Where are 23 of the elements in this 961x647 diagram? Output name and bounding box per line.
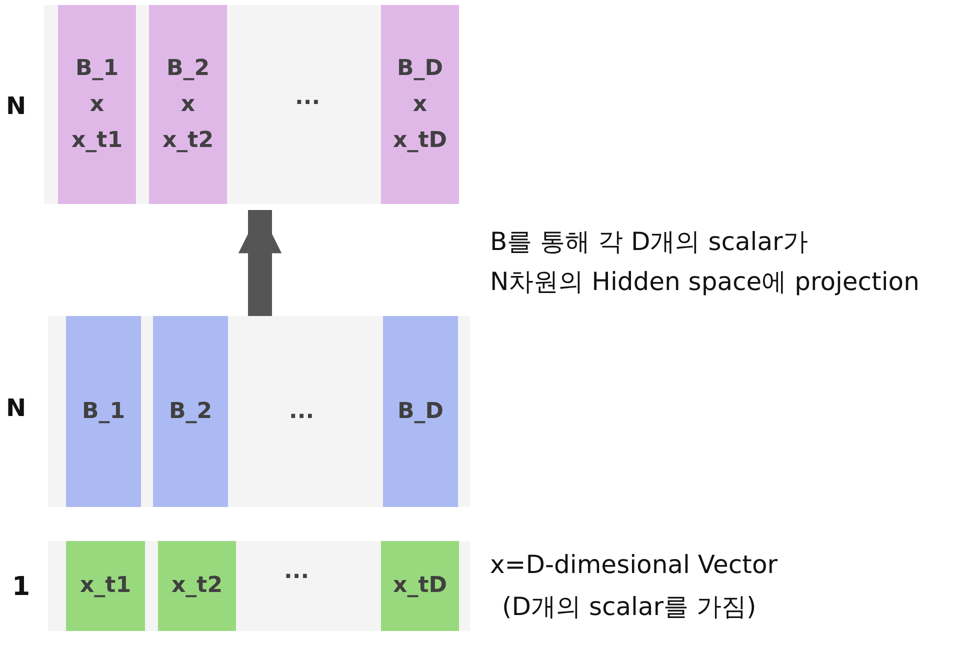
dimension-label: 1 (12, 572, 30, 602)
vector-column: x_tD (381, 541, 459, 631)
note-text: N차원의 Hidden space에 projection (490, 266, 920, 298)
note-text: (D개의 scalar를 가짐) (502, 591, 756, 623)
vector-column: x_t2 (158, 541, 236, 631)
arrow (238, 210, 282, 316)
vector-column: B_D x x_tD (381, 5, 459, 204)
note-text: x=D-dimesional Vector (490, 550, 778, 579)
vector-column: x_t1 (66, 541, 145, 631)
vector-column: B_2 x x_t2 (149, 5, 227, 204)
ellipsis: ... (289, 399, 314, 424)
panel-background (48, 541, 470, 631)
vector-column: B_2 (153, 316, 228, 507)
note-text: B를 통해 각 D개의 scalar가 (490, 226, 808, 258)
panel-background (48, 316, 470, 507)
panel-background (44, 5, 459, 204)
dimension-label: N (6, 92, 26, 120)
vector-column: B_1 x x_t1 (58, 5, 136, 204)
vector-column: B_D (383, 316, 458, 507)
ellipsis: ... (295, 85, 320, 110)
vector-column: B_1 (66, 316, 141, 507)
dimension-label: N (6, 394, 26, 422)
ellipsis: ... (284, 559, 310, 584)
